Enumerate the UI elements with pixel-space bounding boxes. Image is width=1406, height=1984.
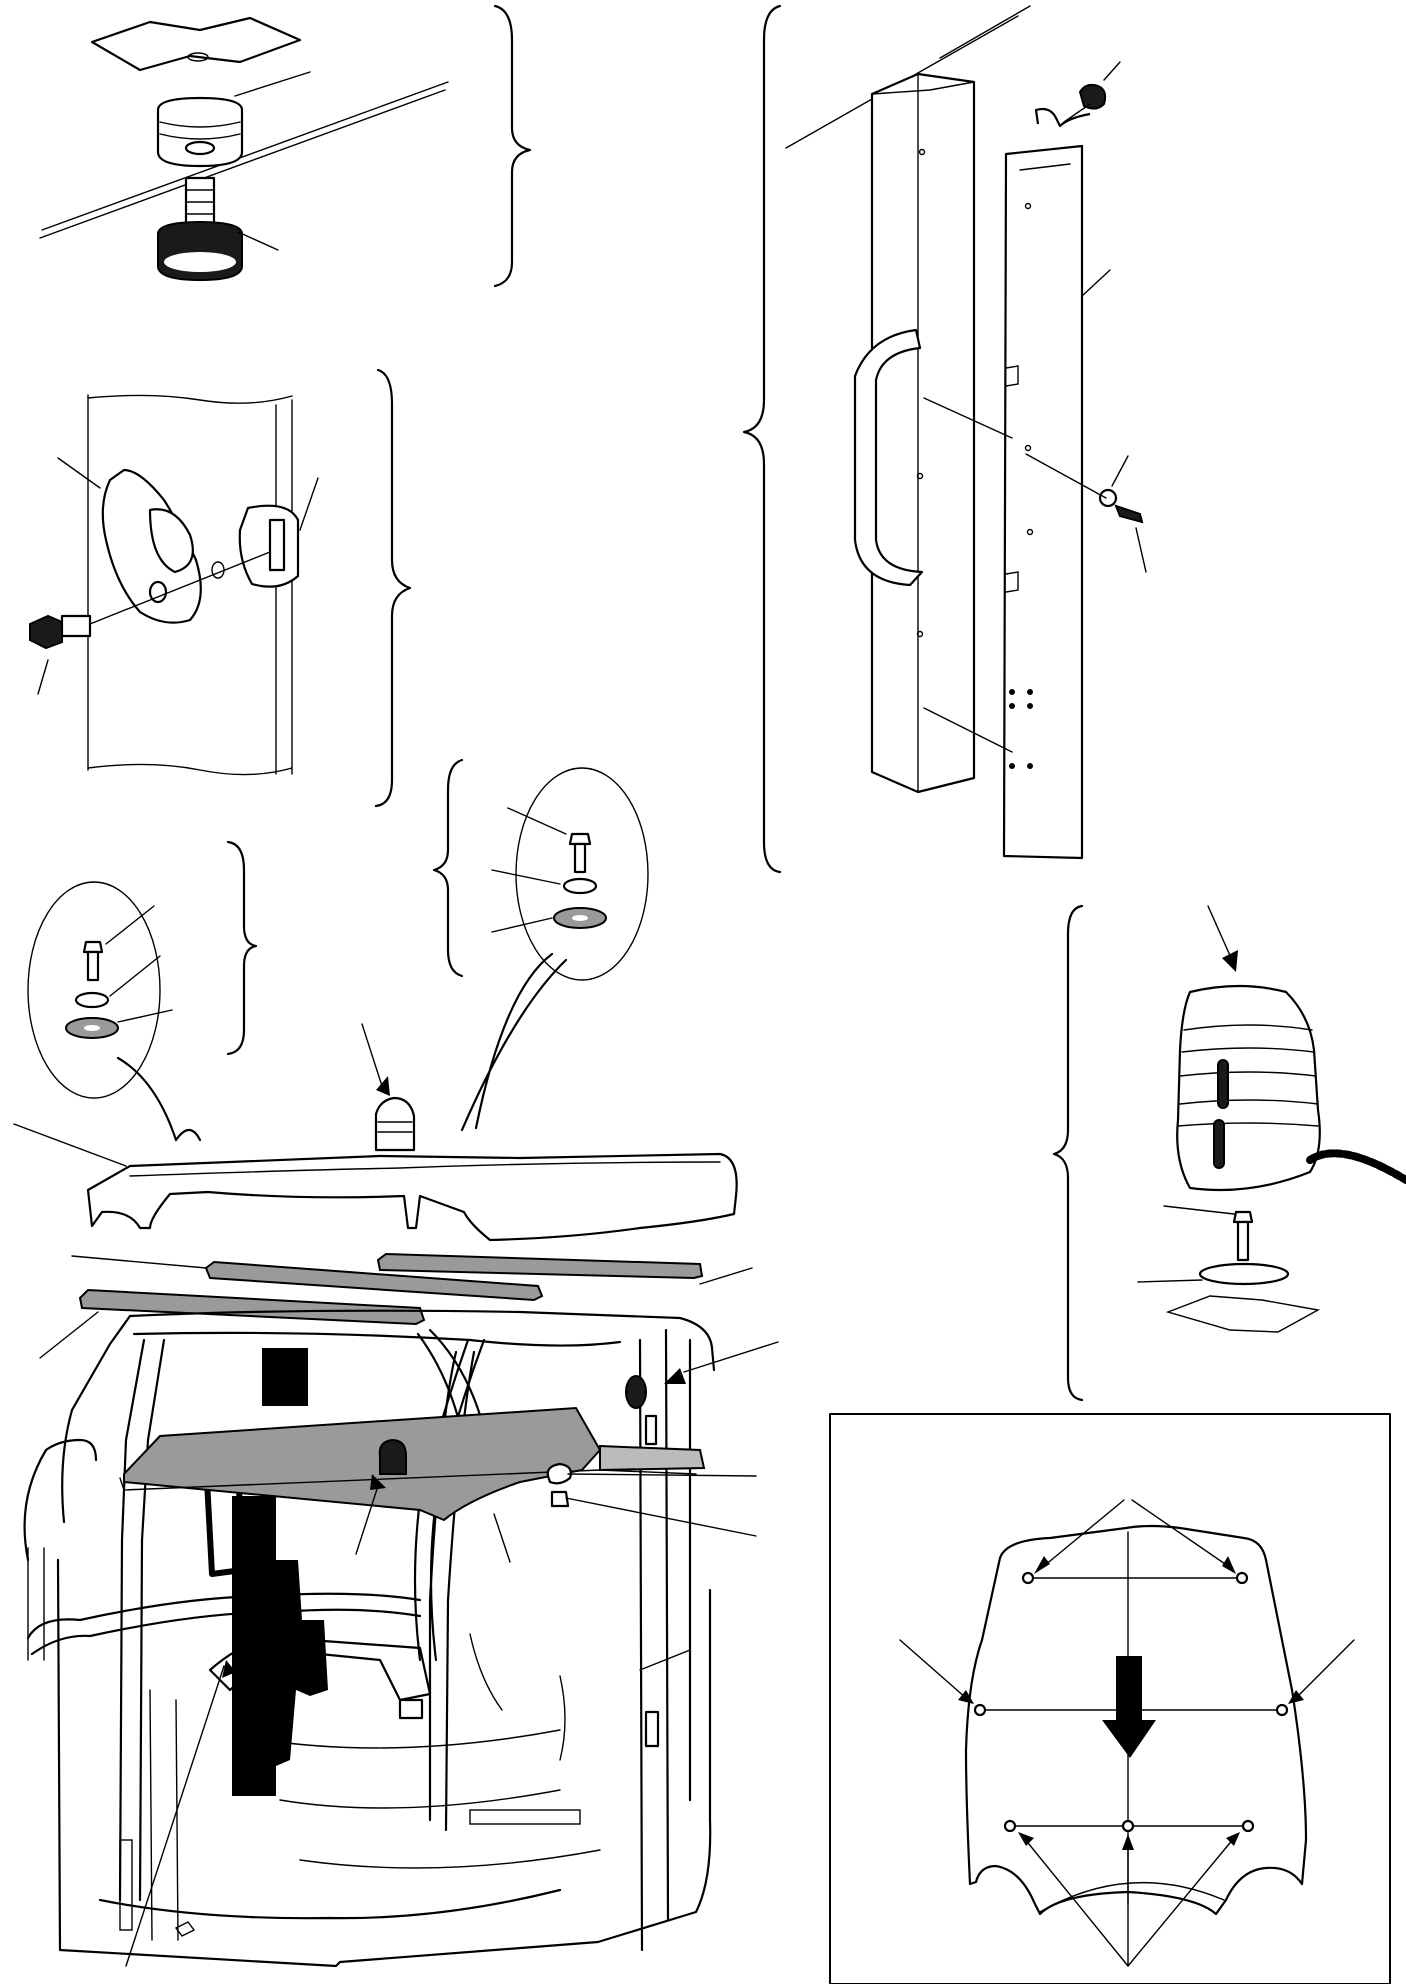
roof-hole-layout-inset (829, 1413, 1391, 1984)
beacon-detail (1052, 904, 1406, 1402)
cab-assembly (13, 1023, 779, 1968)
grab-handle-rail-detail (742, 4, 1147, 874)
mounting-foot-detail (39, 4, 532, 288)
roof-screw-detail-right (432, 758, 649, 1132)
hook-bracket-detail (29, 368, 412, 808)
roof-screw-detail-left (27, 840, 258, 1142)
